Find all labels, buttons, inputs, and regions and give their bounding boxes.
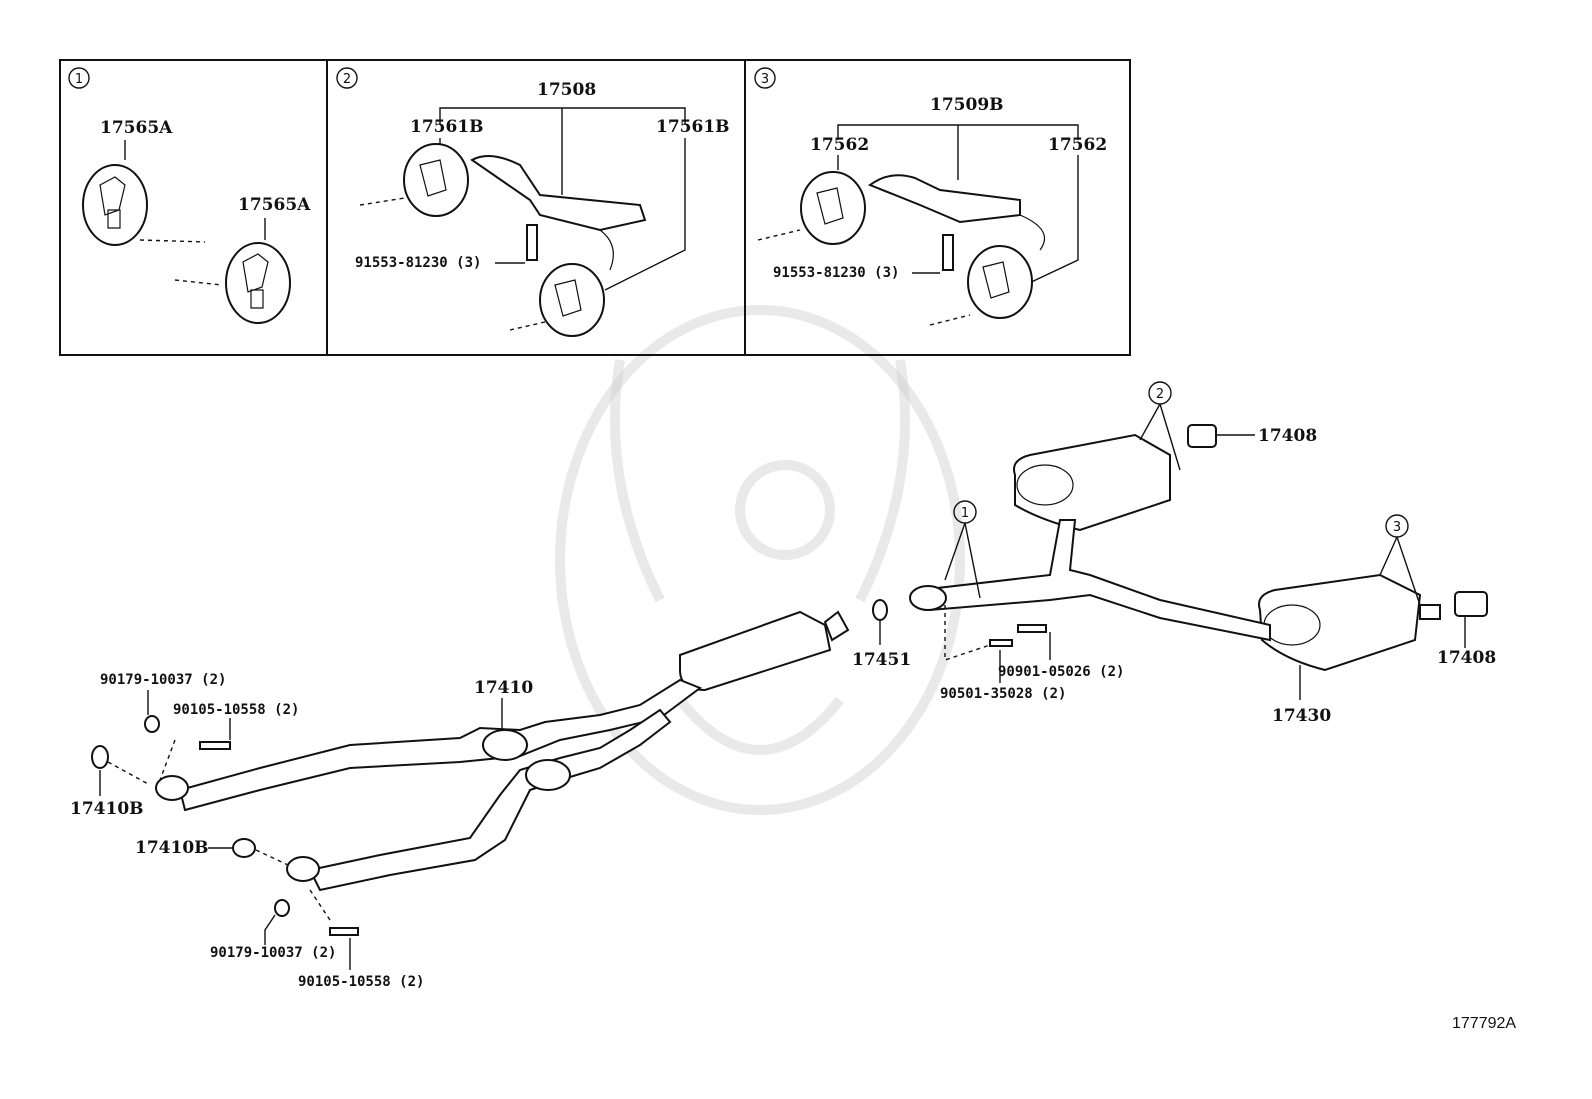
callout-inset-1: 1 [75,72,83,87]
hanger-17561B-a [403,143,469,217]
inset-1: 1 17565A 17565A [68,67,311,324]
callout-inset-2: 2 [343,72,351,87]
label-17410B-mid: 17410B [135,838,209,858]
bolt-inset2 [526,224,538,261]
label-bolt-inset3: 91553-81230 (3) [773,265,899,281]
label-17561B-a: 17561B [410,117,484,137]
callout-inset-3: 3 [761,72,769,87]
inset-2: 2 17508 17561B 17561B 91553-81230 (3) [336,67,730,337]
flange-right [286,856,320,882]
label-17410: 17410 [474,678,533,698]
label-90901: 90901-05026 (2) [998,664,1124,680]
nut-90179-top [144,715,160,733]
right-muffler [1258,573,1422,672]
label-17410B-left: 17410B [70,799,144,819]
label-17561B-b: 17561B [656,117,730,137]
label-17562-a: 17562 [810,135,869,155]
label-90501: 90501-35028 (2) [940,686,1066,702]
label-17408-right: 17408 [1437,648,1496,668]
nut-90179-bot [274,899,290,917]
hanger-17565A-b [225,242,291,324]
label-bolt-inset2: 91553-81230 (3) [355,255,481,271]
pipe-left-bank [178,678,703,812]
bracket-17509B [867,174,1021,224]
inset-3: 3 17509B 17562 17562 91553-81230 (3) [754,67,1107,326]
front-pipe-17410 [155,610,850,892]
label-90105-bot: 90105-10558 (2) [298,974,424,990]
flange-left [155,775,189,801]
label-90179-bot: 90179-10037 (2) [210,945,336,961]
bracket-17508 [470,155,647,232]
gasket-17451 [872,599,888,621]
rear-outlet [1419,604,1441,620]
inset-panels [59,59,1131,356]
bolt-90901 [1017,624,1047,633]
callout-main-1: 1 [961,506,969,521]
pipe-right-bank [308,708,672,892]
bolt-90501 [989,639,1013,647]
y-pipe-rear [918,519,1271,642]
left-muffler [1013,433,1171,532]
hanger-17565A-a [82,164,148,246]
tail-pipe-17430 [909,433,1441,672]
hanger-17561B-b [539,263,605,337]
watermark-emblem [555,305,965,815]
label-17430: 17430 [1272,706,1331,726]
hanger-17562-b [967,245,1033,319]
tail-tip-17408-top: 17408 [1187,424,1317,448]
label-90179-top: 90179-10037 (2) [100,672,226,688]
tail-tip-17408-right: 17408 [1437,591,1496,668]
label-17562-b: 17562 [1048,135,1107,155]
front-flange [909,585,947,611]
center-muffler [679,610,832,692]
gasket-17410B-mid [232,838,256,858]
callout-main-2: 2 [1156,387,1164,402]
diagram-code: 177792A [1452,1015,1516,1032]
label-17408-top: 17408 [1258,426,1317,446]
label-17565A-a: 17565A [100,118,173,138]
callout-main-3: 3 [1393,520,1401,535]
bolt-90105-bot [329,927,359,936]
label-90105-top: 90105-10558 (2) [173,702,299,718]
gasket-17410B-left [91,745,109,769]
label-17508: 17508 [537,80,596,100]
hanger-17562-a [800,171,866,245]
label-17451: 17451 [852,650,911,670]
bolt-90105-top [199,741,231,750]
label-17565A-b: 17565A [238,195,311,215]
label-17509B: 17509B [930,95,1004,115]
bolt-inset3 [942,234,954,271]
